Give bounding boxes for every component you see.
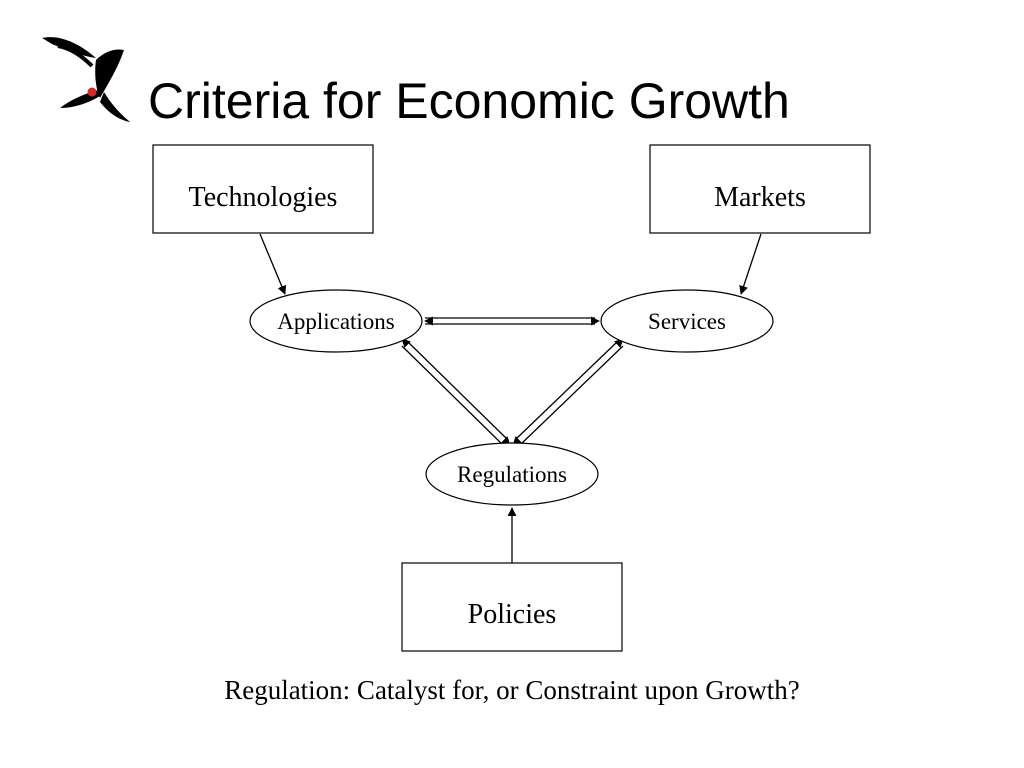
node-markets-label: Markets — [714, 182, 806, 213]
slide-title: Criteria for Economic Growth — [148, 73, 790, 129]
node-technologies-label: Technologies — [189, 182, 338, 213]
red-dot-icon — [87, 87, 97, 97]
node-markets: Markets — [649, 144, 871, 234]
edge-applications-regulations — [401, 338, 511, 446]
node-technologies: Technologies — [152, 144, 374, 234]
node-policies: Policies — [401, 562, 623, 652]
swallow-logo-icon — [42, 37, 130, 122]
node-regulations-label: Regulations — [457, 462, 567, 487]
edge-services-regulations — [512, 338, 624, 446]
node-services: Services — [600, 289, 774, 353]
node-regulations: Regulations — [425, 442, 599, 506]
slide-caption: Regulation: Catalyst for, or Constraint … — [224, 675, 800, 705]
edge-technologies-applications — [259, 233, 287, 295]
edges — [259, 233, 762, 563]
edge-markets-services — [739, 233, 762, 295]
node-services-label: Services — [648, 309, 726, 334]
edge-applications-services — [424, 316, 600, 326]
node-policies-label: Policies — [468, 599, 557, 630]
node-applications-label: Applications — [277, 309, 395, 334]
node-applications: Applications — [249, 289, 423, 353]
